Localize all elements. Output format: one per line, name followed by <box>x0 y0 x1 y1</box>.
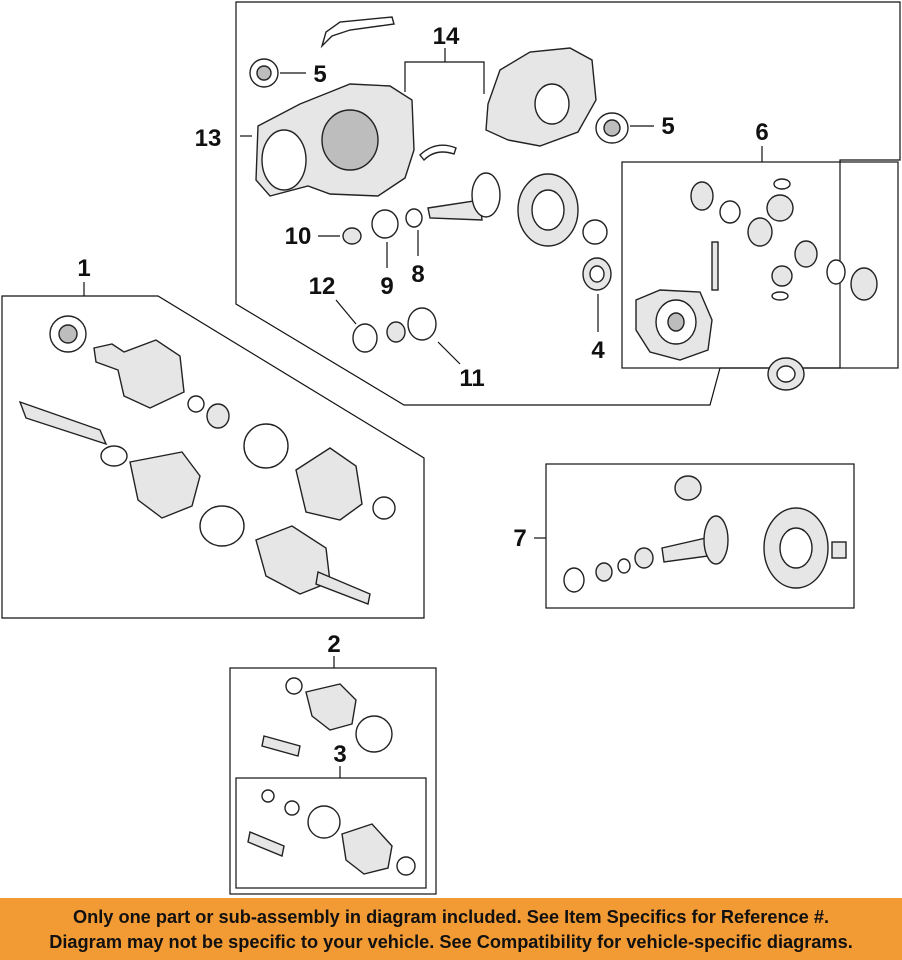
boot-kit-group-3 <box>235 766 427 889</box>
pinion-shaft <box>427 199 483 221</box>
bearing-9 <box>371 209 399 239</box>
nut-10 <box>342 227 362 245</box>
disclaimer-line-1: Only one part or sub-assembly in diagram… <box>72 907 830 927</box>
callout-5-right: 5 <box>661 113 674 140</box>
bearing-6-hole <box>776 365 796 383</box>
kit3-grease <box>247 831 285 857</box>
side-gear-a <box>690 181 714 211</box>
shim-part <box>419 144 457 162</box>
callout-7: 7 <box>513 525 526 552</box>
disclaimer-banner: Only one part or sub-assembly in diagram… <box>0 898 902 960</box>
group-1-outline <box>1 295 425 619</box>
pinion-shaft-7 <box>661 537 709 563</box>
washer-12 <box>352 323 378 353</box>
axle-shaft-group <box>1 282 425 619</box>
boot-outer <box>295 447 363 521</box>
differential-case-group <box>621 146 899 391</box>
boot-clamp-b <box>243 423 289 469</box>
spacer-7 <box>617 558 631 574</box>
thrust-washer-a <box>719 200 741 224</box>
gasket-part <box>320 16 395 49</box>
pinion-washer-b <box>771 291 789 301</box>
carrier-right-bore <box>534 83 570 125</box>
callout-2: 2 <box>327 631 340 658</box>
seal-7 <box>563 567 585 593</box>
leader-12 <box>335 299 357 325</box>
seal-right-hole <box>603 119 621 137</box>
spider-gear <box>747 217 773 247</box>
parts-diagram: 1 2 3 4 5 5 6 7 8 9 10 11 12 13 14 <box>1 1 901 895</box>
thrust-washer-b <box>826 259 846 285</box>
seal-11 <box>407 307 437 341</box>
cross-shaft <box>711 241 719 291</box>
side-gear-c <box>850 267 878 301</box>
bolt-7 <box>831 541 847 559</box>
leader-14 <box>404 61 485 94</box>
boot-clamp-a <box>199 505 245 547</box>
kit3-clip-a <box>261 789 275 803</box>
carrier-assembly-group <box>534 463 855 609</box>
kit2-clamp <box>355 715 393 753</box>
bearing-7-top <box>674 475 702 501</box>
axle-seal-hole <box>58 324 78 344</box>
pinion-gear-a <box>766 194 794 222</box>
band-clamp-b <box>372 496 396 520</box>
collar-part <box>386 321 406 343</box>
callout-14: 14 <box>433 23 460 50</box>
kit3-band <box>396 856 416 876</box>
pinion-gear-7 <box>703 515 729 565</box>
axle-shaft <box>18 400 108 446</box>
washer <box>582 219 608 245</box>
carrier-cavity <box>321 109 379 171</box>
callout-9: 9 <box>380 273 393 300</box>
diff-case-bore <box>667 312 685 332</box>
ring-gear-hub <box>531 189 565 231</box>
carrier-bore <box>261 129 307 191</box>
callout-6: 6 <box>755 119 768 146</box>
bearing-7-a <box>595 562 613 582</box>
bearing-4-hole <box>589 265 605 283</box>
pinion-gear <box>471 172 501 218</box>
callout-11: 11 <box>459 365 484 392</box>
bearing-7-b <box>634 547 654 569</box>
kit2-grease <box>261 735 301 757</box>
kit3-clamp <box>307 805 341 839</box>
side-gear-b <box>794 240 818 268</box>
ring-gear-7-hub <box>779 527 813 569</box>
callout-3: 3 <box>333 741 346 768</box>
boot-inner <box>129 451 201 519</box>
pinion-gear-b <box>771 265 793 287</box>
clip-ring <box>187 395 205 413</box>
callout-12: 12 <box>309 273 336 300</box>
spacer-8 <box>405 208 423 228</box>
differential-housing-group <box>235 1 901 406</box>
pinion-washer-a <box>773 178 791 190</box>
disclaimer-line-2: Diagram may not be specific to your vehi… <box>49 932 853 952</box>
group-3-outline <box>235 777 427 889</box>
kit2-boot <box>305 683 357 731</box>
callout-13: 13 <box>195 125 222 152</box>
callout-4: 4 <box>591 337 605 364</box>
group-6-outline <box>621 161 899 369</box>
inboard-joint-housing <box>93 339 185 409</box>
kit3-boot <box>341 823 393 875</box>
callout-1: 1 <box>77 255 90 282</box>
group-7-outline <box>545 463 855 609</box>
callout-8: 8 <box>411 261 424 288</box>
callout-10: 10 <box>285 223 312 250</box>
leader-11 <box>437 341 461 365</box>
outboard-stub <box>315 571 371 605</box>
group-2-outline <box>229 667 437 895</box>
callout-5-left: 5 <box>313 61 326 88</box>
band-clamp-a <box>100 445 128 467</box>
boot-kit-group <box>229 656 437 895</box>
tripod-joint <box>206 403 230 429</box>
seal-left-hole <box>256 65 272 81</box>
kit3-clip-b <box>284 800 300 816</box>
kit2-clip <box>285 677 303 695</box>
